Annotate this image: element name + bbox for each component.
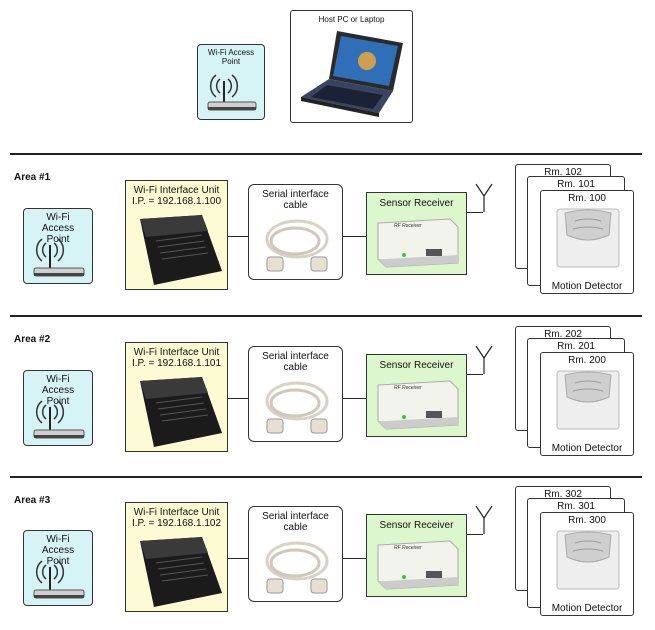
area-1-title: Area #1 bbox=[14, 172, 51, 183]
area-1-wire-cable-receiver bbox=[343, 236, 366, 237]
top-access-point: Wi-Fi Access Point bbox=[197, 44, 265, 120]
area-1-wire-unit-cable bbox=[228, 236, 248, 237]
area-3-detector-label: Motion Detector bbox=[551, 603, 623, 614]
area-1-sensor-receiver: Sensor Receiver RF Receiver bbox=[366, 192, 467, 275]
area-2-receiver-device-text: RF Receiver bbox=[394, 385, 422, 391]
area-1-wire-receiver-antenna bbox=[467, 212, 483, 213]
area-2-title: Area #2 bbox=[14, 334, 51, 345]
area-3-unit-title: Wi-Fi Interface Unit bbox=[133, 507, 220, 518]
area-2-room-1: Rm. 201 bbox=[557, 341, 595, 352]
area-3-cable-label: Serial interface cable bbox=[262, 511, 329, 533]
area-1-detector-label: Motion Detector bbox=[551, 281, 623, 292]
antenna-icon bbox=[474, 344, 494, 376]
area-2-receiver-title: Sensor Receiver bbox=[379, 360, 454, 371]
area-3-receiver-device-text: RF Receiver bbox=[394, 545, 422, 551]
area-2-wire-unit-cable bbox=[228, 398, 248, 399]
area-2-wire-cable-receiver bbox=[343, 398, 366, 399]
area-1-cable-box: Serial interface cable bbox=[248, 184, 343, 280]
area-3-receiver-title: Sensor Receiver bbox=[379, 520, 454, 531]
serial-cable-icon bbox=[259, 535, 335, 599]
area-3-interface-unit: Wi-Fi Interface Unit I.P. = 192.168.1.10… bbox=[125, 502, 228, 612]
rf-receiver-icon: RF Receiver bbox=[374, 537, 460, 593]
serial-cable-icon bbox=[259, 213, 335, 277]
area-3-room-card-front: Rm. 300 Motion Detector bbox=[540, 512, 634, 616]
area-2-sensor-receiver: Sensor Receiver RF Receiver bbox=[366, 354, 467, 437]
wifi-router-icon bbox=[32, 393, 86, 443]
interface-unit-icon bbox=[132, 373, 224, 449]
wifi-router-icon bbox=[32, 553, 86, 603]
wifi-router-icon bbox=[206, 67, 258, 115]
area-3-room-2: Rm. 300 bbox=[568, 515, 606, 526]
area-1-receiver-title: Sensor Receiver bbox=[379, 198, 454, 209]
area-1-unit-ip: I.P. = 192.168.1.100 bbox=[131, 196, 222, 207]
area-3-room-1: Rm. 301 bbox=[557, 501, 595, 512]
area-2-cable-box: Serial interface cable bbox=[248, 346, 343, 442]
interface-unit-icon bbox=[132, 211, 224, 287]
area-1-unit-title: Wi-Fi Interface Unit bbox=[133, 185, 220, 196]
area-2-wire-receiver-antenna bbox=[467, 374, 483, 375]
area-1-cable-label: Serial interface cable bbox=[262, 189, 329, 211]
area-3-separator bbox=[10, 476, 642, 478]
wifi-router-icon bbox=[32, 231, 86, 281]
area-2-room-card-front: Rm. 200 Motion Detector bbox=[540, 352, 634, 456]
host-pc-label: Host PC or Laptop bbox=[318, 15, 385, 24]
area-2-unit-title: Wi-Fi Interface Unit bbox=[133, 347, 220, 358]
area-2-unit-ip: I.P. = 192.168.1.101 bbox=[131, 358, 222, 369]
area-1-room-1: Rm. 101 bbox=[557, 179, 595, 190]
area-3-room-0: Rm. 302 bbox=[544, 489, 582, 500]
rf-receiver-icon: RF Receiver bbox=[374, 377, 460, 433]
laptop-icon bbox=[297, 27, 407, 119]
area-2-separator bbox=[10, 315, 642, 317]
area-1-separator bbox=[10, 153, 642, 155]
area-2-detector-label: Motion Detector bbox=[551, 443, 623, 454]
area-2-access-point: Wi-Fi Access Point bbox=[23, 370, 93, 446]
area-1-receiver-device-text: RF Receiver bbox=[394, 223, 422, 229]
area-3-access-point: Wi-Fi Access Point bbox=[23, 530, 93, 606]
area-1-room-0: Rm. 102 bbox=[544, 167, 582, 178]
host-pc-box: Host PC or Laptop bbox=[290, 10, 413, 123]
area-1-access-point: Wi-Fi Access Point bbox=[23, 208, 93, 284]
area-3-wire-cable-receiver bbox=[343, 558, 366, 559]
area-3-wire-unit-cable bbox=[228, 558, 248, 559]
serial-cable-icon bbox=[259, 375, 335, 439]
area-3-cable-box: Serial interface cable bbox=[248, 506, 343, 602]
area-2-room-2: Rm. 200 bbox=[568, 355, 606, 366]
area-1-room-2: Rm. 100 bbox=[568, 193, 606, 204]
area-3-title: Area #3 bbox=[14, 495, 51, 506]
motion-detector-icon bbox=[555, 529, 621, 591]
top-access-point-label: Wi-Fi Access Point bbox=[207, 48, 255, 66]
antenna-icon bbox=[474, 182, 494, 214]
area-2-room-0: Rm. 202 bbox=[544, 329, 582, 340]
area-1-interface-unit: Wi-Fi Interface Unit I.P. = 192.168.1.10… bbox=[125, 180, 228, 290]
area-1-room-card-front: Rm. 100 Motion Detector bbox=[540, 190, 634, 294]
area-3-sensor-receiver: Sensor Receiver RF Receiver bbox=[366, 514, 467, 597]
area-2-cable-label: Serial interface cable bbox=[262, 351, 329, 373]
rf-receiver-icon: RF Receiver bbox=[374, 215, 460, 271]
area-3-wire-receiver-antenna bbox=[467, 534, 483, 535]
motion-detector-icon bbox=[555, 369, 621, 431]
antenna-icon bbox=[474, 504, 494, 536]
area-3-unit-ip: I.P. = 192.168.1.102 bbox=[131, 518, 222, 529]
interface-unit-icon bbox=[132, 533, 224, 609]
area-2-interface-unit: Wi-Fi Interface Unit I.P. = 192.168.1.10… bbox=[125, 342, 228, 452]
motion-detector-icon bbox=[555, 207, 621, 269]
